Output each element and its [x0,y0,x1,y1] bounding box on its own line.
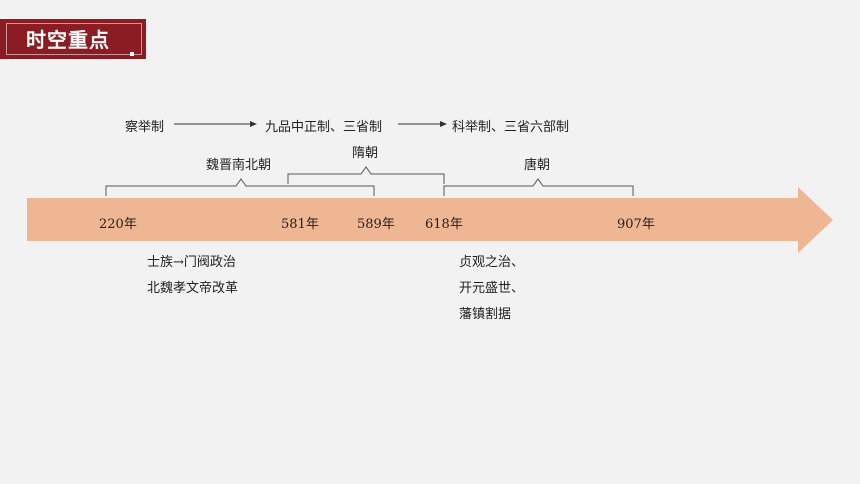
system-arrow-1 [174,121,257,127]
system-arrow-2 [398,121,447,127]
event-item: 贞观之治、 [459,255,525,270]
period-label-tang: 唐朝 [524,158,551,173]
event-item: 北魏孝文帝改革 [147,281,239,296]
system-label-jiupin: 九品中正制、三省制 [265,120,383,135]
brace-wei-jin [105,178,375,196]
title-banner [0,19,146,59]
year-label: 618年 [425,217,463,232]
event-item: 藩镇割据 [459,307,512,322]
system-label-keju: 科举制、三省六部制 [452,120,570,135]
event-item: 士族→门阀政治 [147,255,236,270]
year-label: 220年 [99,217,137,232]
period-label-sui: 隋朝 [352,146,379,161]
title-banner-corner-mark [130,52,134,56]
timeline-arrow [27,187,833,253]
year-label: 581年 [281,217,319,232]
year-label: 907年 [617,217,655,232]
title-banner-frame [6,23,142,55]
year-label: 589年 [357,217,395,232]
brace-sui [287,166,445,184]
brace-tang [443,178,634,196]
period-label-wei-jin: 魏晋南北朝 [206,158,272,173]
event-item: 开元盛世、 [459,281,525,296]
system-label-chaju: 察举制 [125,120,165,135]
page-title: 时空重点 [26,28,110,52]
